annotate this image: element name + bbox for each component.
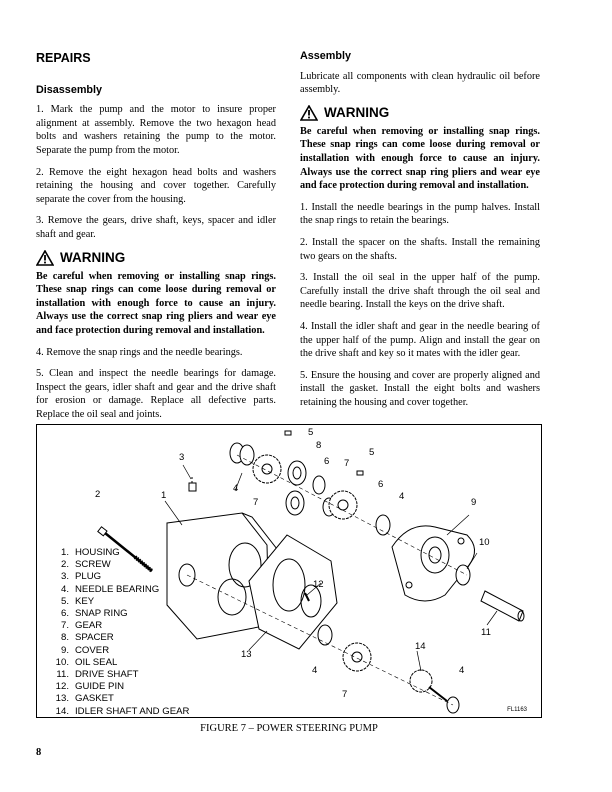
key-parts bbox=[284, 430, 364, 476]
callout-label: 14 bbox=[415, 641, 426, 652]
legend-item: 14.IDLER SHAFT AND GEAR bbox=[55, 705, 190, 717]
callout-label: 7 bbox=[344, 458, 350, 469]
callout-label: 4 bbox=[233, 483, 239, 494]
disassembly-step-2: 2. Remove the eight hexagon head bolts a… bbox=[36, 166, 276, 205]
warning-header: WARNING bbox=[300, 104, 540, 121]
warning-icon bbox=[36, 249, 54, 266]
callout-label: 2 bbox=[95, 489, 101, 500]
legend-item: 7.GEAR bbox=[60, 620, 103, 632]
assembly-step-2: 2. Install the spacer on the shafts. Ins… bbox=[300, 236, 540, 262]
callout-label: 3 bbox=[179, 452, 185, 463]
gear-lower bbox=[342, 642, 372, 672]
callout-label: 7 bbox=[253, 497, 259, 508]
idler-shaft-gear-part bbox=[409, 669, 448, 702]
disassembly-step-1: 1. Mark the pump and the motor to insure… bbox=[36, 104, 276, 156]
legend-item: 6.SNAP RING bbox=[60, 608, 128, 620]
callout-label: 8 bbox=[316, 440, 322, 451]
legend-item: 11.DRIVE SHAFT bbox=[56, 669, 139, 681]
callout-label: 1 bbox=[161, 490, 167, 501]
warning-text: Be careful when removing or installing s… bbox=[300, 125, 540, 192]
left-column: REPAIRS Disassembly 1. Mark the pump and… bbox=[36, 50, 276, 429]
screw-part bbox=[97, 526, 154, 573]
assembly-heading: Assembly bbox=[300, 50, 352, 62]
legend-item: 3.PLUG bbox=[60, 571, 102, 583]
assembly-step-1: 1. Install the needle bearings in the pu… bbox=[300, 201, 540, 227]
guide-pin-part bbox=[304, 592, 310, 602]
warning-icon bbox=[300, 104, 318, 121]
needle-bearing-upper bbox=[229, 442, 255, 466]
callout-label: 10 bbox=[479, 537, 490, 548]
oil-seal-part bbox=[455, 564, 471, 586]
cover-part bbox=[391, 525, 475, 602]
legend-item: 10.OIL SEAL bbox=[55, 656, 118, 668]
warning-title: WARNING bbox=[324, 104, 390, 120]
disassembly-heading: Disassembly bbox=[36, 83, 103, 96]
gasket-part bbox=[248, 534, 338, 650]
callout-label: 4 bbox=[459, 665, 465, 676]
legend-item: 2.SCREW bbox=[60, 559, 111, 571]
callout-label: 4 bbox=[399, 491, 405, 502]
spacer-rings bbox=[285, 460, 307, 516]
leader-lines bbox=[164, 464, 498, 672]
callout-label: 5 bbox=[369, 447, 375, 458]
legend-item: 4.NEEDLE BEARING bbox=[60, 583, 160, 595]
legend-item: 12.GUIDE PIN bbox=[55, 681, 125, 693]
warning-text: Be careful when removing or installing s… bbox=[36, 270, 276, 336]
pump-exploded-diagram bbox=[97, 430, 525, 714]
parts-legend: 1.HOUSING 2.SCREW 3.PLUG 4.NEEDLE BEARIN… bbox=[49, 547, 190, 718]
legend-item: 5.KEY bbox=[60, 595, 95, 607]
legend-item: 8.SPACER bbox=[60, 632, 114, 644]
needle-bearing-middle bbox=[375, 514, 391, 536]
drive-shaft-part bbox=[480, 590, 525, 622]
callout-label: 6 bbox=[324, 456, 330, 467]
callout-label: 5 bbox=[308, 427, 314, 438]
assembly-step-3: 3. Install the oil seal in the upper hal… bbox=[300, 272, 540, 311]
disassembly-step-5: 5. Clean and inspect the needle bearings… bbox=[36, 368, 276, 420]
assembly-intro: Lubricate all components with clean hydr… bbox=[300, 70, 540, 96]
callout-label: 11 bbox=[481, 627, 491, 638]
figure-frame: 5 8 5 3 6 7 6 2 1 4 7 4 9 10 12 11 14 13… bbox=[36, 424, 542, 718]
plug-part bbox=[188, 477, 197, 492]
gear-upper bbox=[252, 454, 282, 484]
figure-caption: FIGURE 7 – POWER STEERING PUMP bbox=[200, 723, 378, 734]
legend-item: 13.GASKET bbox=[55, 693, 114, 705]
callout-label: 12 bbox=[313, 579, 324, 590]
callout-label: 13 bbox=[241, 649, 252, 660]
page-number: 8 bbox=[36, 747, 42, 758]
section-heading: REPAIRS bbox=[36, 51, 91, 65]
callout-label: 4 bbox=[312, 665, 318, 676]
legend-item: 1.HOUSING bbox=[60, 547, 120, 558]
right-column: Assembly Lubricate all components with c… bbox=[300, 50, 540, 417]
disassembly-step-3: 3. Remove the gears, drive shaft, keys, … bbox=[36, 215, 276, 240]
callout-label: 6 bbox=[378, 479, 384, 490]
assembly-step-4: 4. Install the idler shaft and gear in t… bbox=[300, 320, 540, 360]
legend-item: 9.COVER bbox=[60, 644, 110, 656]
figure-code: FL1163 bbox=[507, 707, 527, 713]
gear-middle bbox=[328, 490, 358, 520]
needle-bearing-lower-left bbox=[317, 624, 333, 646]
disassembly-step-4: 4. Remove the snap rings and the needle … bbox=[36, 346, 243, 358]
assembly-step-5: 5. Ensure the housing and cover are prop… bbox=[300, 369, 540, 408]
warning-title: WARNING bbox=[60, 249, 126, 265]
warning-header: WARNING bbox=[36, 249, 276, 266]
callout-label: 9 bbox=[471, 497, 477, 508]
callout-label: 7 bbox=[342, 689, 348, 700]
